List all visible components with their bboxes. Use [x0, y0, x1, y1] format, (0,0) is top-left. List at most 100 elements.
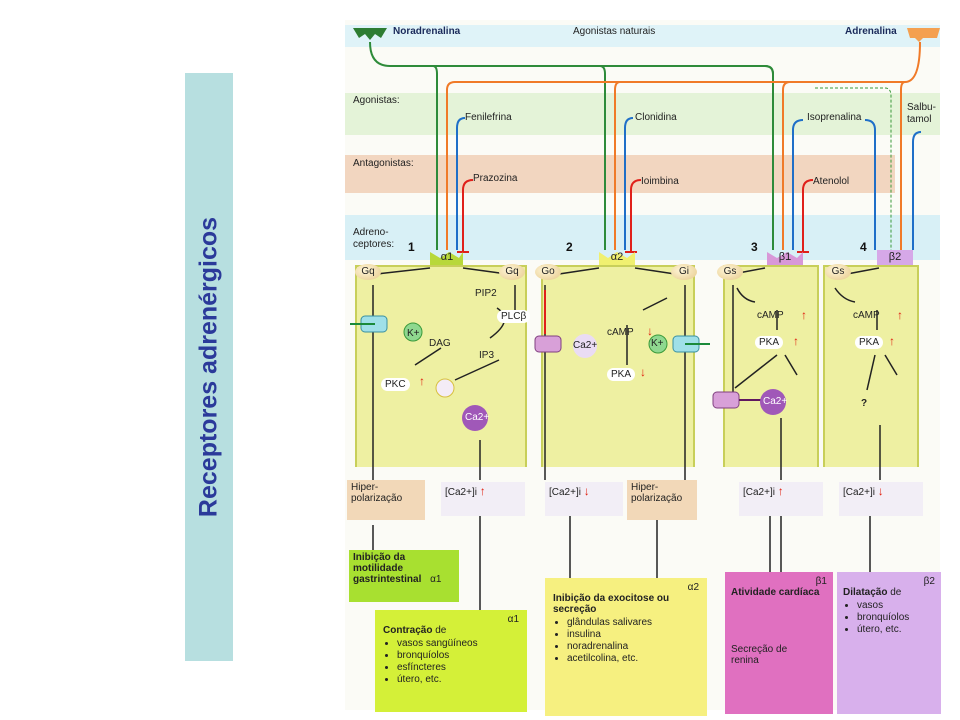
unknown-effect: ?: [861, 398, 868, 409]
receptor-number-2: 2: [566, 240, 573, 254]
pka-label-2: PKA: [607, 368, 636, 381]
ca-channel-2: [534, 335, 562, 353]
alpha2-receptor-shape: [599, 252, 635, 265]
calcium-box-4: [Ca2+]i ↓: [839, 482, 923, 516]
antagonist-prazozina: Prazozina: [473, 173, 518, 184]
calcium-up-arrow-icon-1: ↑: [479, 484, 486, 498]
list-item: vasos sangüíneos: [397, 638, 519, 650]
calcium-down-arrow-icon-4: ↓: [877, 484, 884, 498]
ca-label-1: Ca2+: [465, 412, 490, 423]
outcome-gi-tag: α1: [430, 574, 442, 585]
outcome-exocytosis-tag: α2: [687, 582, 699, 593]
outcome-cardiac-tag: β1: [815, 576, 827, 587]
ca-channel-3: [712, 391, 740, 409]
adrenaline-icon: [907, 28, 940, 42]
calcium-label-3: [Ca2+]i: [743, 487, 775, 498]
list-item: útero, etc.: [857, 624, 935, 636]
k-ion-2: [648, 334, 668, 354]
pka-label-3: PKA: [755, 336, 784, 349]
noradrenaline-label: Noradrenalina: [393, 26, 461, 37]
agonist-salbutamol-2: tamol: [907, 114, 932, 125]
agonist-clonidina: Clonidina: [635, 112, 677, 123]
k-ion-label-1: K+: [407, 328, 420, 339]
receptor-number-1: 1: [408, 240, 415, 254]
antagonist-ioimbina: Ioimbina: [641, 176, 679, 187]
outcome-renin: Secreção de renina: [731, 644, 788, 666]
outcome-dilation-title: Dilatação: [843, 587, 888, 598]
calcium-up-arrow-icon-3: ↑: [777, 484, 784, 498]
pathway-lines: [350, 28, 940, 670]
receptor-number-4: 4: [860, 240, 867, 254]
pka-down-arrow-icon: ↓: [640, 365, 646, 379]
adrenergic-receptor-diagram: Noradrenalina Agonistas naturais Adrenal…: [345, 20, 941, 716]
beta2-receptor-shape: [877, 250, 913, 265]
calcium-box-2: [Ca2+]i ↓: [545, 482, 623, 516]
pip2-label: PIP2: [475, 288, 497, 299]
g-protein-s-2: Gs: [825, 264, 851, 280]
pkc-label: PKC: [381, 378, 410, 391]
k-ion-1: [403, 322, 423, 342]
camp-up-arrow-icon-4: ↑: [897, 308, 903, 322]
g-protein-q-1: Gq: [355, 264, 381, 280]
ca-ion-1: [462, 405, 488, 431]
cell-beta2: [823, 265, 919, 467]
outcome-gi-motility: Inibição da motilidade gastrintestinal α…: [349, 550, 459, 602]
g-protein-i: Gi: [671, 264, 697, 280]
g-protein-o: Go: [535, 264, 561, 280]
calcium-down-arrow-icon-2: ↓: [583, 484, 590, 498]
agonist-fenilefrina: Fenilefrina: [465, 112, 512, 123]
receptor-number-3: 3: [751, 240, 758, 254]
sidebar-title: Receptores adrenérgicos: [194, 216, 223, 518]
cell-alpha2: [541, 265, 695, 467]
outcome-exocytosis-title: Inibição da exocitose ou secreção: [553, 593, 670, 615]
natural-agonists-label: Agonistas naturais: [573, 26, 656, 37]
camp-label-3: cAMP: [757, 310, 784, 321]
outcome-contraction-list: vasos sangüíneos bronquíolos esfíncteres…: [383, 638, 519, 686]
receptor-alpha2: α2: [610, 251, 624, 263]
beta1-receptor-shape: [767, 252, 803, 265]
adrenoceptors-band: [345, 215, 940, 260]
outcome-contraction-suffix: de: [432, 625, 447, 636]
agonists-row-label: Agonistas:: [353, 95, 400, 106]
agonists-band: [345, 93, 940, 135]
ca-ion-2: [573, 334, 597, 358]
outcome-exocytosis-list: glândulas salivares insulina noradrenali…: [553, 617, 699, 665]
list-item: acetilcolina, etc.: [567, 653, 699, 665]
agonist-salbutamol-1: Salbu-: [907, 102, 936, 113]
outcome-dilation-tag: β2: [923, 576, 935, 587]
hyperpolarization-box-2: Hiper- polarização: [627, 480, 697, 520]
outcome-cardiac: β1 Atividade cardíaca Secreção de renina: [725, 572, 833, 714]
outcome-gi-title: Inibição da motilidade gastrintestinal: [353, 552, 422, 585]
calcium-box-1: [Ca2+]i ↑: [441, 482, 525, 516]
antagonist-atenolol: Atenolol: [813, 176, 850, 187]
list-item: glândulas salivares: [567, 617, 699, 629]
list-item: esfíncteres: [397, 662, 519, 674]
dag-label: DAG: [429, 338, 451, 349]
list-item: bronquíolos: [397, 650, 519, 662]
sidebar-title-panel: [185, 73, 233, 661]
list-item: útero, etc.: [397, 674, 519, 686]
k-ion-label-2: K+: [651, 338, 664, 349]
receptor-beta2: β2: [888, 251, 902, 263]
ca-label-2: Ca2+: [573, 340, 598, 351]
ip3-label: IP3: [479, 350, 495, 361]
receptor-alpha1: α1: [440, 251, 454, 263]
ca-ion-3: [760, 389, 786, 415]
g-protein-s-1: Gs: [717, 264, 743, 280]
outcome-dilation-suffix: de: [887, 587, 902, 598]
calcium-box-3: [Ca2+]i ↑: [739, 482, 823, 516]
g-protein-q-2: Gq: [499, 264, 525, 280]
calcium-label-4: [Ca2+]i: [843, 487, 875, 498]
outcome-exocytosis: α2 Inibição da exocitose ou secreção glâ…: [545, 578, 707, 716]
er-vesicle: [435, 378, 455, 398]
list-item: noradrenalina: [567, 641, 699, 653]
camp-up-arrow-icon-3: ↑: [801, 308, 807, 322]
list-item: bronquíolos: [857, 612, 935, 624]
cell-beta1: [723, 265, 819, 467]
pkc-up-arrow-icon: ↑: [419, 374, 425, 388]
list-item: vasos: [857, 600, 935, 612]
camp-label-2: cAMP: [607, 327, 634, 338]
outcome-cardiac-title: Atividade cardíaca: [731, 587, 820, 598]
camp-down-arrow-icon: ↓: [647, 324, 653, 338]
noradrenaline-icon: [353, 28, 387, 40]
